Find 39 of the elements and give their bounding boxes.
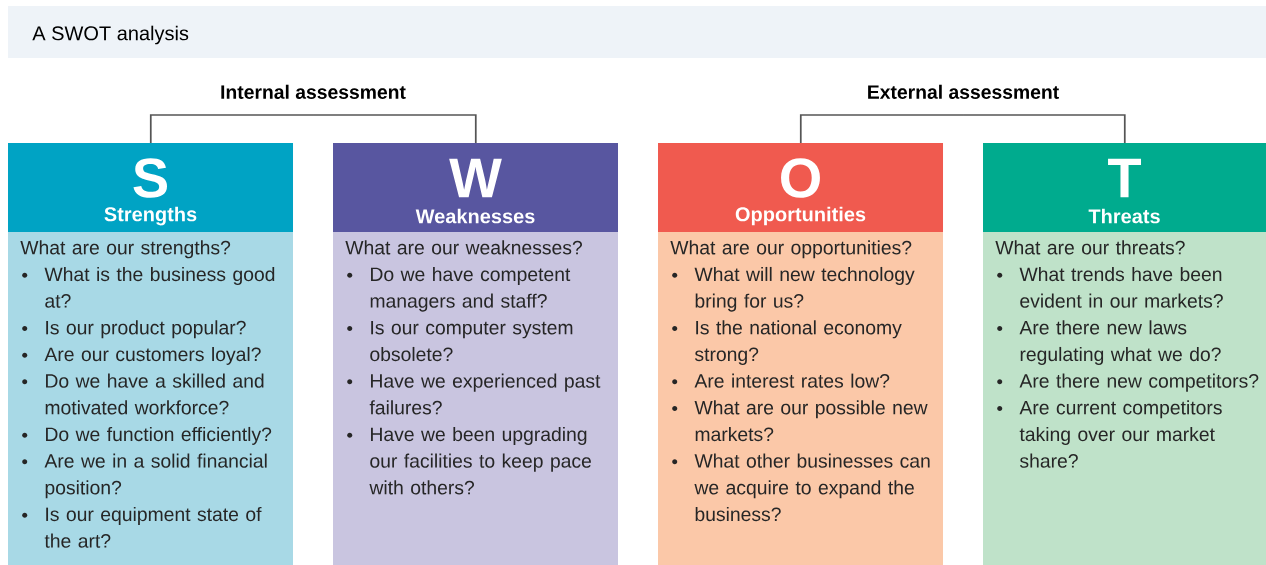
bullet-item: Are current competitors taking over our market share? (1019, 400, 1222, 468)
header-letter: T (1108, 158, 1141, 198)
bracket-line (962, 114, 1126, 144)
header-letter: S (133, 158, 167, 198)
bullet-item: What trends have been evident in our markets? (1019, 266, 1223, 308)
bullet-item: Do we have competent managers and staff? (370, 266, 571, 312)
bullet-item: Are there new laws regulating what we do? (1019, 320, 1221, 365)
bullet-item: What are our possible new markets? (694, 400, 928, 442)
question-text: What are our weaknesses? (345, 240, 582, 255)
bullet-item: Do we function efficiently? (46, 426, 272, 445)
group-heading: External assessment (868, 84, 1059, 99)
bullet-item: Are there new competitors? (1019, 373, 1259, 392)
bullet-item: Are interest rates low? (694, 373, 890, 388)
group-heading: Internal assessment (221, 84, 406, 99)
column-heading: Strengths (104, 206, 197, 226)
bracket-line (799, 114, 964, 144)
bullet-item: Is our product popular? (46, 320, 246, 339)
header-letter: O (781, 158, 820, 198)
column-heading: Opportunities (735, 206, 866, 226)
bullet-item: Is the national economy strong? (695, 320, 902, 365)
bullet-item: What will new technology bring for us? (694, 266, 915, 312)
question-text: What are our threats? (995, 240, 1185, 255)
bullet-item: Is our equipment state of the art? (44, 506, 262, 548)
bracket-line (149, 114, 314, 144)
column-heading: Weaknesses (415, 208, 535, 224)
bullet-item: Have we been upgrading our facilities to keep pace with others? (369, 426, 591, 495)
bullet-item: Is our computer system obsolete? (370, 321, 573, 362)
bullet-item: What other businesses can we acquire to expand the business? (694, 453, 930, 522)
header-letter: W (449, 158, 502, 198)
title-banner: A SWOT analysis (8, 6, 1266, 58)
bullet-item: What is the business good at? (44, 266, 275, 308)
bracket-line (312, 114, 477, 144)
bullet-item: Have we experienced past failures? (369, 373, 601, 415)
question-text: What are our opportunities? (670, 240, 912, 259)
bullet-item: Are our customers loyal? (44, 346, 261, 365)
column-heading: Threats (1088, 208, 1160, 224)
bullet-item: Are we in a solid financial position? (44, 453, 267, 499)
bullet-item: Do we have a skilled and motivated workforce? (45, 373, 264, 415)
question-text: What are our strengths? (20, 240, 231, 259)
